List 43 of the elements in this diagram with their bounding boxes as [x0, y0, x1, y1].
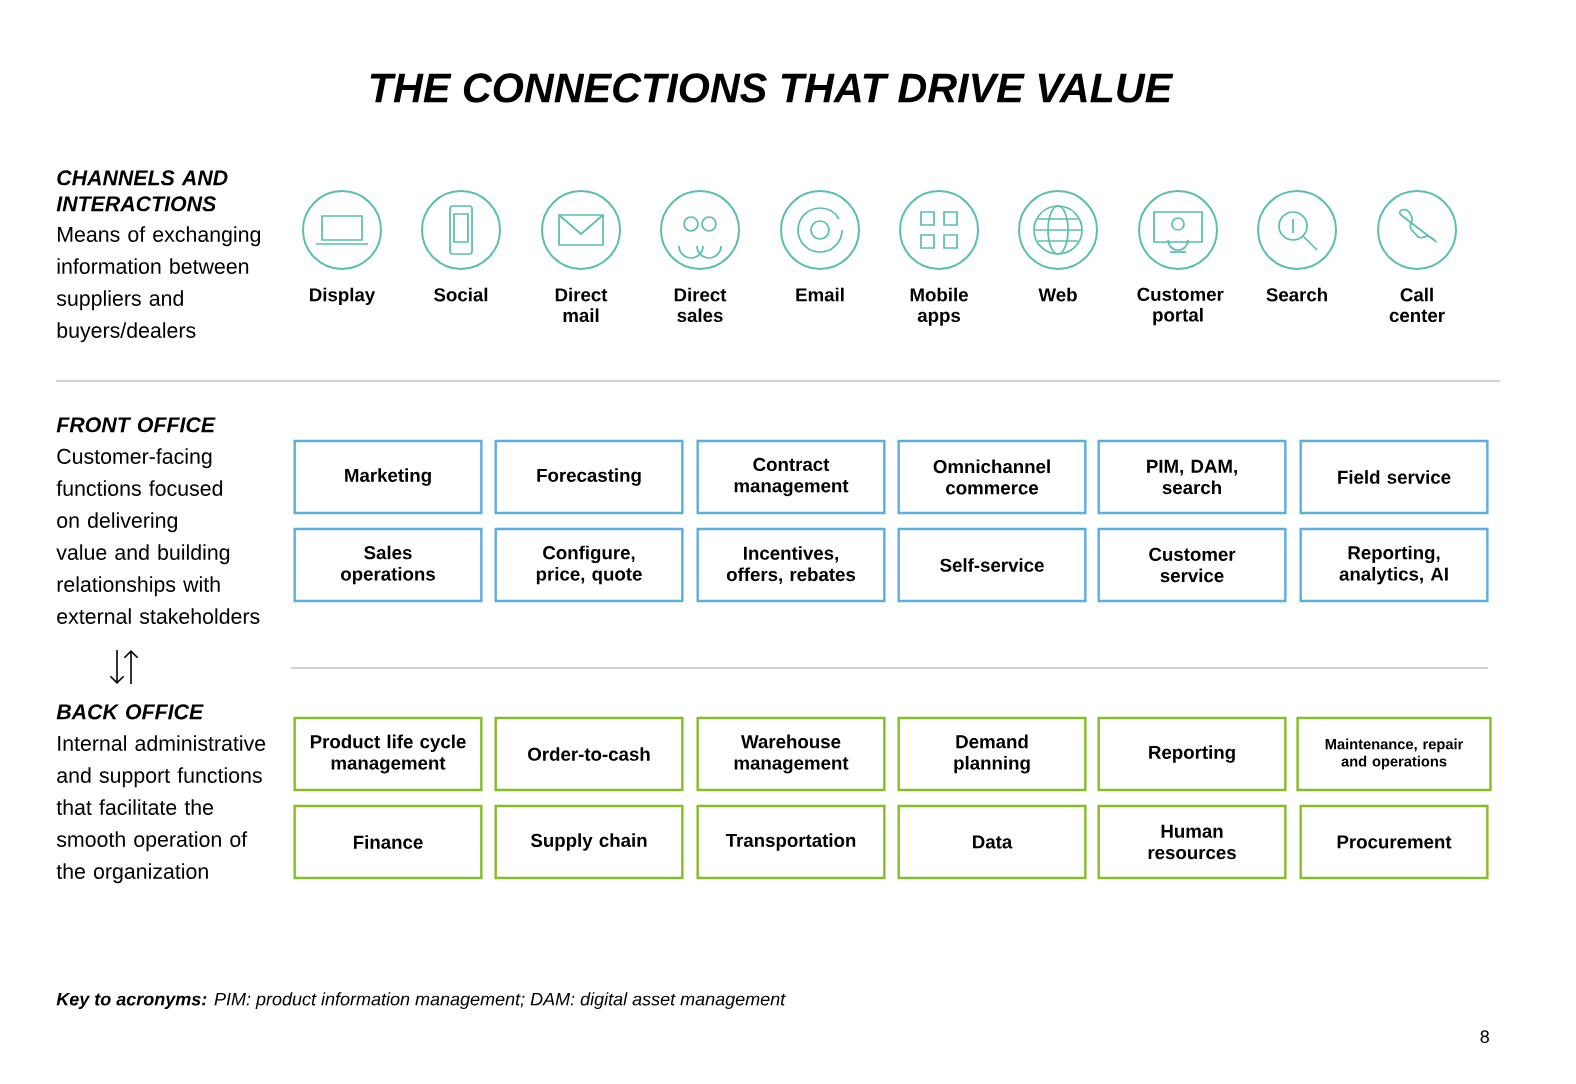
function-box: Product life cycle management: [293, 716, 483, 792]
channel-label: Display: [310, 287, 376, 306]
page-number: 8: [1480, 1030, 1489, 1043]
function-box: Forecasting: [494, 439, 684, 515]
function-box: Incentives, offers, rebates: [696, 527, 886, 603]
function-box: Supply chain: [494, 804, 684, 880]
section-description: Customer-facing functions focused on delivering value and building relationships with external stakeholders: [56, 448, 260, 624]
section-heading: FRONT OFFICE: [56, 417, 216, 433]
function-box: Sales operations: [293, 527, 483, 603]
function-box: Warehouse management: [696, 716, 886, 792]
function-box: Demand planning: [897, 716, 1087, 792]
function-box: Procurement: [1299, 804, 1489, 880]
function-box: Configure, price, quote: [494, 527, 684, 603]
function-box: Human resources: [1097, 804, 1287, 880]
function-box: Order-to-cash: [494, 716, 684, 792]
title: THE CONNECTIONS THAT DRIVE VALUE: [370, 73, 1174, 103]
function-box: Reporting: [1097, 716, 1287, 792]
function-box: Reporting, analytics, AI: [1299, 527, 1489, 603]
section-heading: CHANNELS AND INTERACTIONS: [56, 170, 228, 212]
channel-label: Social: [434, 287, 488, 302]
channel-label: Web: [1038, 287, 1077, 302]
function-box: Data: [897, 804, 1087, 880]
function-box: PIM, DAM, search: [1097, 439, 1287, 515]
function-box: Marketing: [293, 439, 483, 515]
channel-label: Direct mail: [555, 287, 608, 323]
section-heading: BACK OFFICE: [56, 704, 204, 720]
channel-label: Email: [796, 287, 844, 302]
footnote: Key to acronyms: PIM: product information management; DAM: digital asset management: [56, 992, 786, 1010]
function-box: Maintenance, repair and operations: [1296, 716, 1492, 792]
section-description: Internal administrative and support functions that facilitate the smooth operation of the organization: [56, 735, 266, 884]
function-box: Self-service: [897, 527, 1087, 603]
channel-label: Call center: [1389, 287, 1445, 323]
function-box: Customer service: [1097, 527, 1287, 603]
function-box: Omnichannel commerce: [897, 439, 1087, 515]
section-description: Means of exchanging information between suppliers and buyers/dealers: [56, 226, 260, 343]
function-box: Contract management: [696, 439, 886, 515]
channel-label: Mobile apps: [910, 287, 968, 326]
function-box: Transportation: [696, 804, 886, 880]
function-box: Field service: [1299, 439, 1489, 515]
channel-label: Direct sales: [674, 287, 727, 323]
channel-label: Search: [1266, 287, 1327, 302]
channel-label: Customer portal: [1137, 287, 1224, 326]
function-box: Finance: [293, 804, 483, 880]
